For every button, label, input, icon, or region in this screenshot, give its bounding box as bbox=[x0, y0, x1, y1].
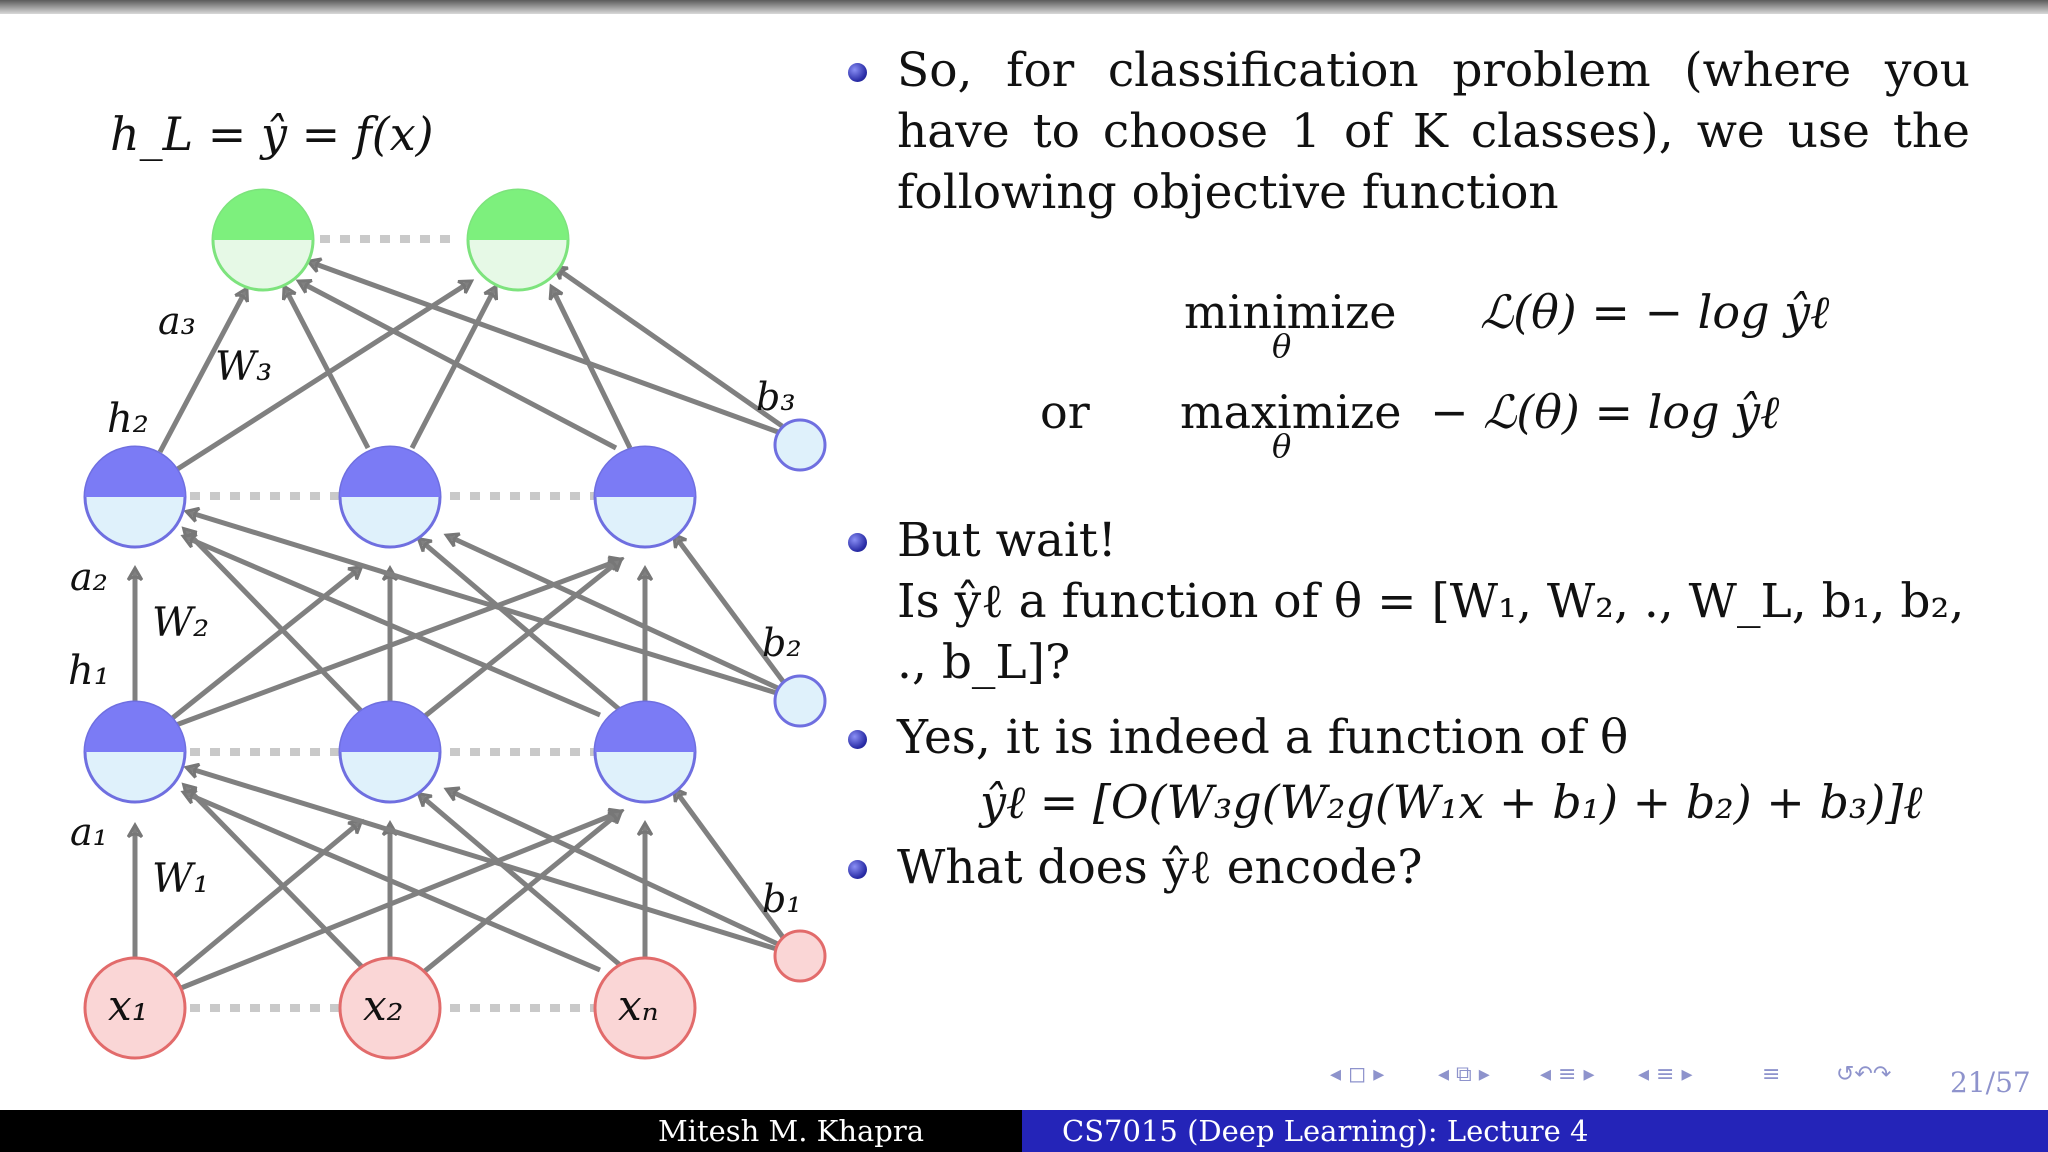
activation-label-a3: a₃ bbox=[158, 299, 196, 343]
hidden-layer-1-nodes bbox=[83, 700, 697, 804]
neural-network-diagram: h_L = ŷ = f(x) a₃ W₃ h₂ b₃ a₂ W₂ h₁ b₂ a… bbox=[68, 107, 827, 1060]
nav-section-icon-2[interactable]: ◂ ≡ ▸ bbox=[1638, 1062, 1693, 1087]
nav-frame-icon[interactable]: ◂ ◻ ▸ bbox=[1330, 1062, 1385, 1087]
output-function-label: h_L = ŷ = f(x) bbox=[110, 107, 434, 161]
bullet-list: So, for classification problem (where yo… bbox=[840, 40, 1970, 224]
footer-course-title: CS7015 (Deep Learning): Lecture 4 bbox=[1022, 1110, 2048, 1152]
maximize-word: maximize bbox=[1180, 385, 1402, 439]
hidden-node bbox=[83, 700, 187, 804]
bullet-text: Is ŷℓ a function of θ = [W₁, W₂, ., W_L,… bbox=[897, 574, 1965, 690]
footer-author: Mitesh M. Khapra bbox=[560, 1110, 1022, 1152]
hidden-node bbox=[338, 700, 442, 804]
input-node bbox=[338, 956, 442, 1060]
output-node-2 bbox=[466, 188, 570, 292]
bullet-list-2: But wait! Is ŷℓ a function of θ = [W₁, W… bbox=[840, 510, 1970, 898]
weight-label-w2: W₂ bbox=[152, 600, 209, 646]
top-shadow-bar bbox=[0, 0, 2048, 14]
objective-equations: minimize θ ℒ(θ) = − log ŷℓ or maximize θ… bbox=[1000, 285, 1900, 465]
theta-subscript-2: θ bbox=[1272, 427, 1292, 465]
bias-node-b3 bbox=[773, 418, 827, 472]
bullet-text: But wait! bbox=[897, 513, 1117, 568]
input-node bbox=[83, 956, 187, 1060]
equation-y-hat: ŷℓ = [O(W₃g(W₂g(W₁x + b₁) + b₂) + b₃)]ℓ bbox=[980, 775, 1923, 829]
hidden-node bbox=[83, 445, 187, 549]
bias-node-b1 bbox=[773, 929, 827, 983]
output-node-1 bbox=[211, 188, 315, 292]
activation-label-a1: a₁ bbox=[70, 810, 108, 854]
bullet-text: So, for classification problem (where yo… bbox=[897, 43, 1970, 220]
input-label-x2: x₂ bbox=[363, 981, 404, 1030]
bias-label-b2: b₂ bbox=[762, 621, 802, 665]
bullet-function-question: Is ŷℓ a function of θ = [W₁, W₂, ., W_L,… bbox=[840, 571, 1970, 693]
bias-node-b2 bbox=[773, 674, 827, 728]
bullet-yes-function: Yes, it is indeed a function of θ bbox=[840, 707, 1970, 768]
nav-search-undo-icons[interactable]: ↺↶↷ bbox=[1836, 1062, 1892, 1087]
page-number: 21/57 bbox=[1950, 1066, 2031, 1099]
equation-loss: ℒ(θ) = − log ŷℓ bbox=[1480, 285, 1830, 339]
minimize-word: minimize bbox=[1184, 285, 1397, 339]
hidden-label-h1: h₁ bbox=[68, 648, 110, 694]
bias-label-b3: b₃ bbox=[756, 375, 796, 419]
slide-footer: Mitesh M. Khapra CS7015 (Deep Learning):… bbox=[0, 1110, 2048, 1152]
bullet-objective-intro: So, for classification problem (where yo… bbox=[840, 40, 1970, 224]
bias-label-b1: b₁ bbox=[762, 877, 802, 921]
hidden-label-h2: h₂ bbox=[107, 396, 149, 442]
bullet-dot bbox=[848, 63, 867, 82]
nav-subsection-icon[interactable]: ◂ ⧉ ▸ bbox=[1438, 1062, 1490, 1087]
hidden-node bbox=[593, 700, 697, 804]
weight-label-w3: W₃ bbox=[215, 344, 272, 390]
nav-section-icon[interactable]: ◂ ≡ ▸ bbox=[1540, 1062, 1595, 1087]
theta-subscript-1: θ bbox=[1272, 327, 1292, 365]
weight-label-w1: W₁ bbox=[152, 856, 209, 902]
input-label-x1: x₁ bbox=[108, 981, 149, 1030]
bias-nodes bbox=[773, 418, 827, 983]
output-nodes bbox=[211, 188, 570, 292]
input-label-xn: xₙ bbox=[618, 981, 659, 1030]
bullet-text: Yes, it is indeed a function of θ bbox=[897, 710, 1629, 765]
bullet-encode-question: What does ŷℓ encode? bbox=[840, 837, 1970, 898]
hidden-node bbox=[338, 445, 442, 549]
bullet-dot bbox=[848, 860, 867, 879]
hidden-node bbox=[593, 445, 697, 549]
bullet-dot bbox=[848, 730, 867, 749]
bullet-dot bbox=[848, 533, 867, 552]
input-node bbox=[593, 956, 697, 1060]
input-nodes bbox=[83, 956, 697, 1060]
bullet-text: What does ŷℓ encode? bbox=[897, 840, 1423, 895]
nav-menu-icon[interactable]: ≡ bbox=[1762, 1062, 1781, 1087]
or-word: or bbox=[1040, 385, 1090, 439]
bullet-but-wait: But wait! bbox=[840, 510, 1970, 571]
equation-neg-loss: − ℒ(θ) = log ŷℓ bbox=[1430, 385, 1780, 439]
activation-label-a2: a₂ bbox=[70, 555, 108, 599]
network-edges bbox=[135, 262, 788, 1010]
hidden-layer-2-nodes bbox=[83, 445, 697, 549]
